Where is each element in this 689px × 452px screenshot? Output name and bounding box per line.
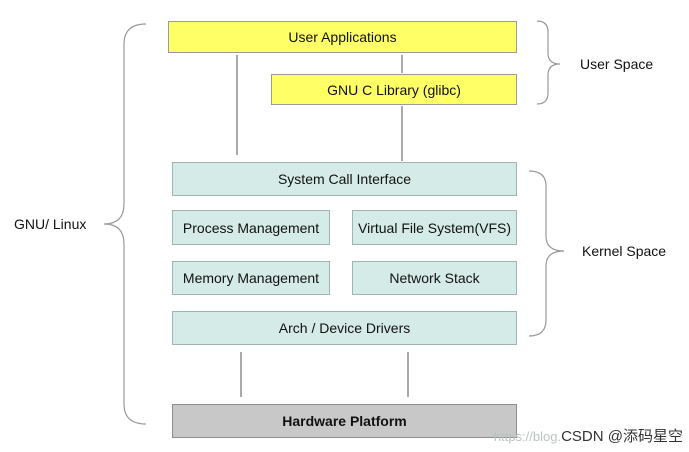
- virtual-file-system-label: Virtual File System(VFS): [358, 219, 511, 236]
- memory-management-box: Memory Management: [172, 261, 330, 295]
- user-space-brace: [536, 20, 561, 105]
- watermark-text: CSDN @添码星空: [561, 428, 683, 445]
- kernel-space-label: Kernel Space: [582, 243, 667, 259]
- hardware-platform-box: Hardware Platform: [172, 404, 517, 438]
- glibc-label: GNU C Library (glibc): [327, 81, 461, 98]
- user-space-label: User Space: [580, 56, 654, 72]
- network-stack-box: Network Stack: [352, 261, 517, 295]
- network-stack-label: Network Stack: [389, 270, 480, 286]
- gnu-linux-brace: [103, 23, 147, 425]
- system-call-interface-box: System Call Interface: [172, 162, 517, 196]
- arch-device-drivers-label: Arch / Device Drivers: [278, 320, 411, 336]
- virtual-file-system-box: Virtual File System(VFS): [352, 210, 517, 245]
- memory-management-label: Memory Management: [182, 270, 320, 286]
- watermark-url: https://blog.: [493, 429, 562, 444]
- process-management-box: Process Management: [172, 210, 330, 245]
- arch-device-drivers-box: Arch / Device Drivers: [172, 311, 517, 345]
- gnu-linux-label: GNU/ Linux: [14, 216, 87, 232]
- hardware-platform-label: Hardware Platform: [282, 413, 407, 429]
- process-management-label: Process Management: [182, 219, 320, 236]
- watermark: https://blog.CSDN @添码星空: [494, 425, 683, 446]
- user-applications-label: User Applications: [288, 29, 397, 45]
- user-applications-box: User Applications: [168, 21, 517, 53]
- kernel-space-brace: [528, 170, 565, 337]
- glibc-box: GNU C Library (glibc): [271, 74, 517, 105]
- system-call-interface-label: System Call Interface: [277, 171, 412, 187]
